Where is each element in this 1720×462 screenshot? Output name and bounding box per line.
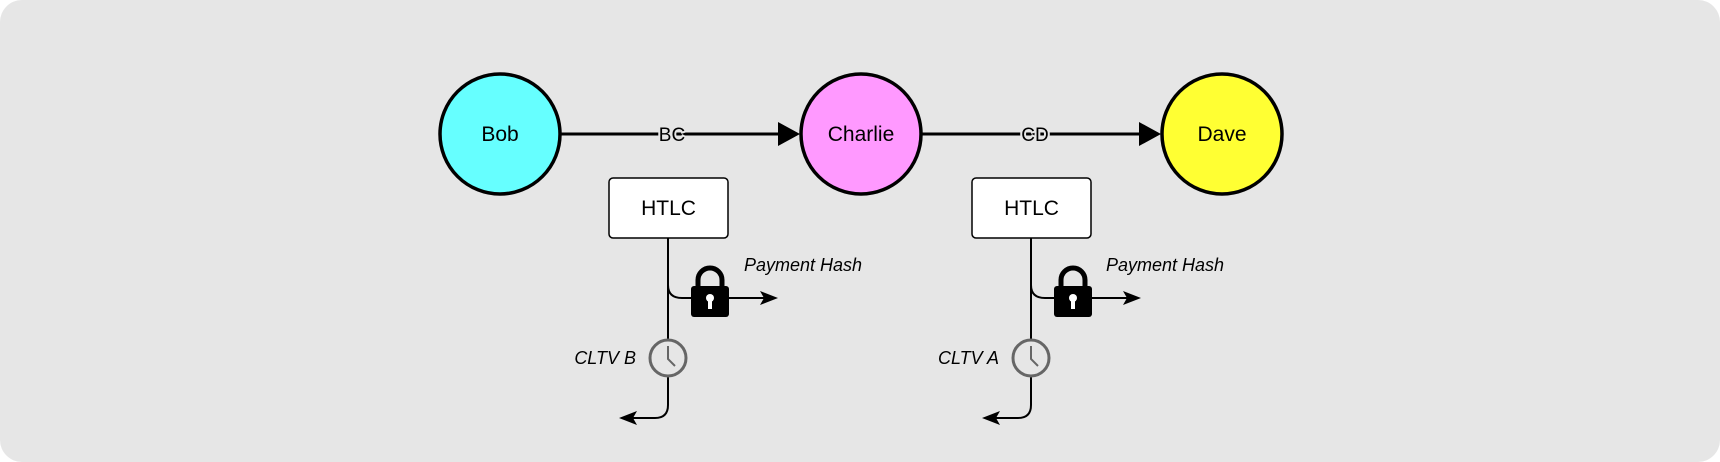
clock-icon [648, 338, 688, 378]
arrowhead-icon [982, 411, 1000, 425]
node-dave-label: Dave [1197, 123, 1246, 146]
cltv-label: CLTV B [574, 348, 636, 368]
edge-bob-charlie: BC [561, 122, 800, 148]
htlc-box-label: HTLC [1004, 197, 1059, 220]
node-dave-circle[interactable] [1160, 72, 1284, 196]
edge-charlie-dave: CD [921, 122, 1161, 148]
htlc-box[interactable]: HTLC [971, 177, 1092, 239]
htlc-box-label: HTLC [641, 197, 696, 220]
node-charlie[interactable]: Charlie [799, 72, 923, 196]
arrowhead-icon [760, 291, 778, 305]
arrowhead-icon [1139, 122, 1161, 146]
node-bob-label: Bob [481, 123, 518, 146]
arrowhead-icon [619, 411, 637, 425]
htlc-box[interactable]: HTLC [608, 177, 729, 239]
edge-label-cd: CD [1021, 125, 1048, 146]
payment-hash-label: Payment Hash [744, 255, 862, 275]
node-charlie-circle[interactable] [799, 72, 923, 196]
lock-icon [1054, 265, 1092, 317]
edge-label-bc: BC [659, 125, 685, 146]
clock-icon [1011, 338, 1051, 378]
node-bob-circle[interactable] [438, 72, 562, 196]
lock-icon [691, 265, 729, 317]
arrowhead-icon [778, 122, 800, 146]
node-dave[interactable]: Dave [1160, 72, 1284, 196]
node-charlie-label: Charlie [828, 123, 895, 146]
htlc-group-cd: Payment Hash CLTV A HTLC [938, 177, 1224, 425]
arrowhead-icon [1123, 291, 1141, 305]
cltv-label: CLTV A [938, 348, 999, 368]
payment-hash-label: Payment Hash [1106, 255, 1224, 275]
node-bob[interactable]: Bob [438, 72, 562, 196]
htlc-group-bc: Payment Hash CLTV B HTLC [574, 177, 862, 425]
